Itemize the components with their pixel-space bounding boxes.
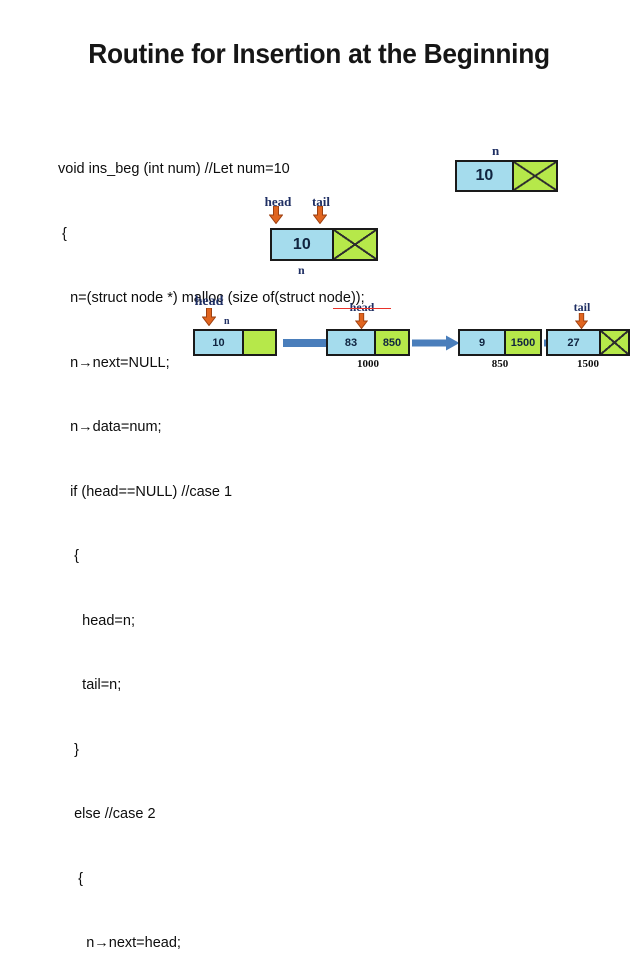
head-down-arrow-icon bbox=[202, 308, 216, 326]
page-title: Routine for Insertion at the Beginning bbox=[88, 38, 550, 69]
node-data-cell: 9 bbox=[460, 331, 504, 354]
code-line: else //case 2 bbox=[58, 806, 156, 822]
node-next-null-cell bbox=[599, 331, 628, 354]
code-line: n=(struct node *) malloc (size of(struct… bbox=[58, 290, 365, 306]
pointer-label-tail: tail bbox=[311, 194, 331, 209]
list-node: 9 1500 bbox=[458, 329, 542, 356]
node-next-cell: 850 bbox=[374, 331, 408, 354]
pointer-label-head: head bbox=[194, 294, 224, 309]
pointer-label-head-struck: head bbox=[333, 300, 391, 315]
code-line: { bbox=[58, 225, 67, 242]
code-line: n→next=NULL; bbox=[58, 354, 170, 371]
node-data-cell: 10 bbox=[457, 162, 512, 190]
tail-down-arrow-icon bbox=[575, 313, 588, 329]
pointer-label-n-below: n bbox=[298, 263, 305, 277]
pointer-label-head: head bbox=[264, 194, 292, 209]
head-down-arrow-icon bbox=[355, 313, 368, 329]
code-line: { bbox=[58, 548, 79, 564]
code-line: void ins_beg (int num) //Let num=10 bbox=[58, 161, 290, 177]
code-line: if (head==NULL) //case 1 bbox=[58, 483, 233, 500]
node-address-label: 1000 bbox=[357, 358, 379, 370]
node-next-null-cell bbox=[331, 230, 377, 259]
head-down-arrow-icon bbox=[269, 206, 283, 224]
node-case1: 10 bbox=[270, 228, 378, 261]
pointer-label-tail: tail bbox=[573, 300, 591, 314]
node-next-cell: 1500 bbox=[504, 331, 540, 354]
list-node: 27 bbox=[546, 329, 630, 356]
code-line: } bbox=[58, 741, 79, 758]
code-line: n→data=num; bbox=[58, 419, 162, 435]
list-node: 10 bbox=[193, 329, 277, 356]
connector-arrow-icon bbox=[412, 335, 460, 351]
corner-label-n: n bbox=[224, 316, 230, 327]
node-address-label: 850 bbox=[491, 358, 509, 370]
strikethrough-line bbox=[333, 307, 391, 310]
code-line: head=n; bbox=[58, 612, 135, 629]
code-line: { bbox=[58, 870, 83, 887]
pointer-label-text: head bbox=[350, 300, 375, 314]
node-next-null-cell bbox=[511, 162, 557, 190]
node-next-cell bbox=[242, 331, 275, 354]
code-line: n→next=head; bbox=[58, 935, 181, 951]
node-data-cell: 10 bbox=[195, 331, 242, 354]
pointer-label-n: n bbox=[492, 143, 500, 158]
code-line: tail=n; bbox=[58, 677, 122, 693]
node-new-n: 10 bbox=[455, 160, 558, 192]
node-address-label: 1500 bbox=[577, 358, 599, 370]
node-data-cell: 83 bbox=[328, 331, 374, 354]
node-data-cell: 27 bbox=[548, 331, 599, 354]
tail-down-arrow-icon bbox=[313, 206, 327, 224]
list-node: 83 850 bbox=[326, 329, 410, 356]
slide-canvas: Routine for Insertion at the Beginning v… bbox=[58, 38, 630, 951]
node-data-cell: 10 bbox=[272, 230, 332, 259]
